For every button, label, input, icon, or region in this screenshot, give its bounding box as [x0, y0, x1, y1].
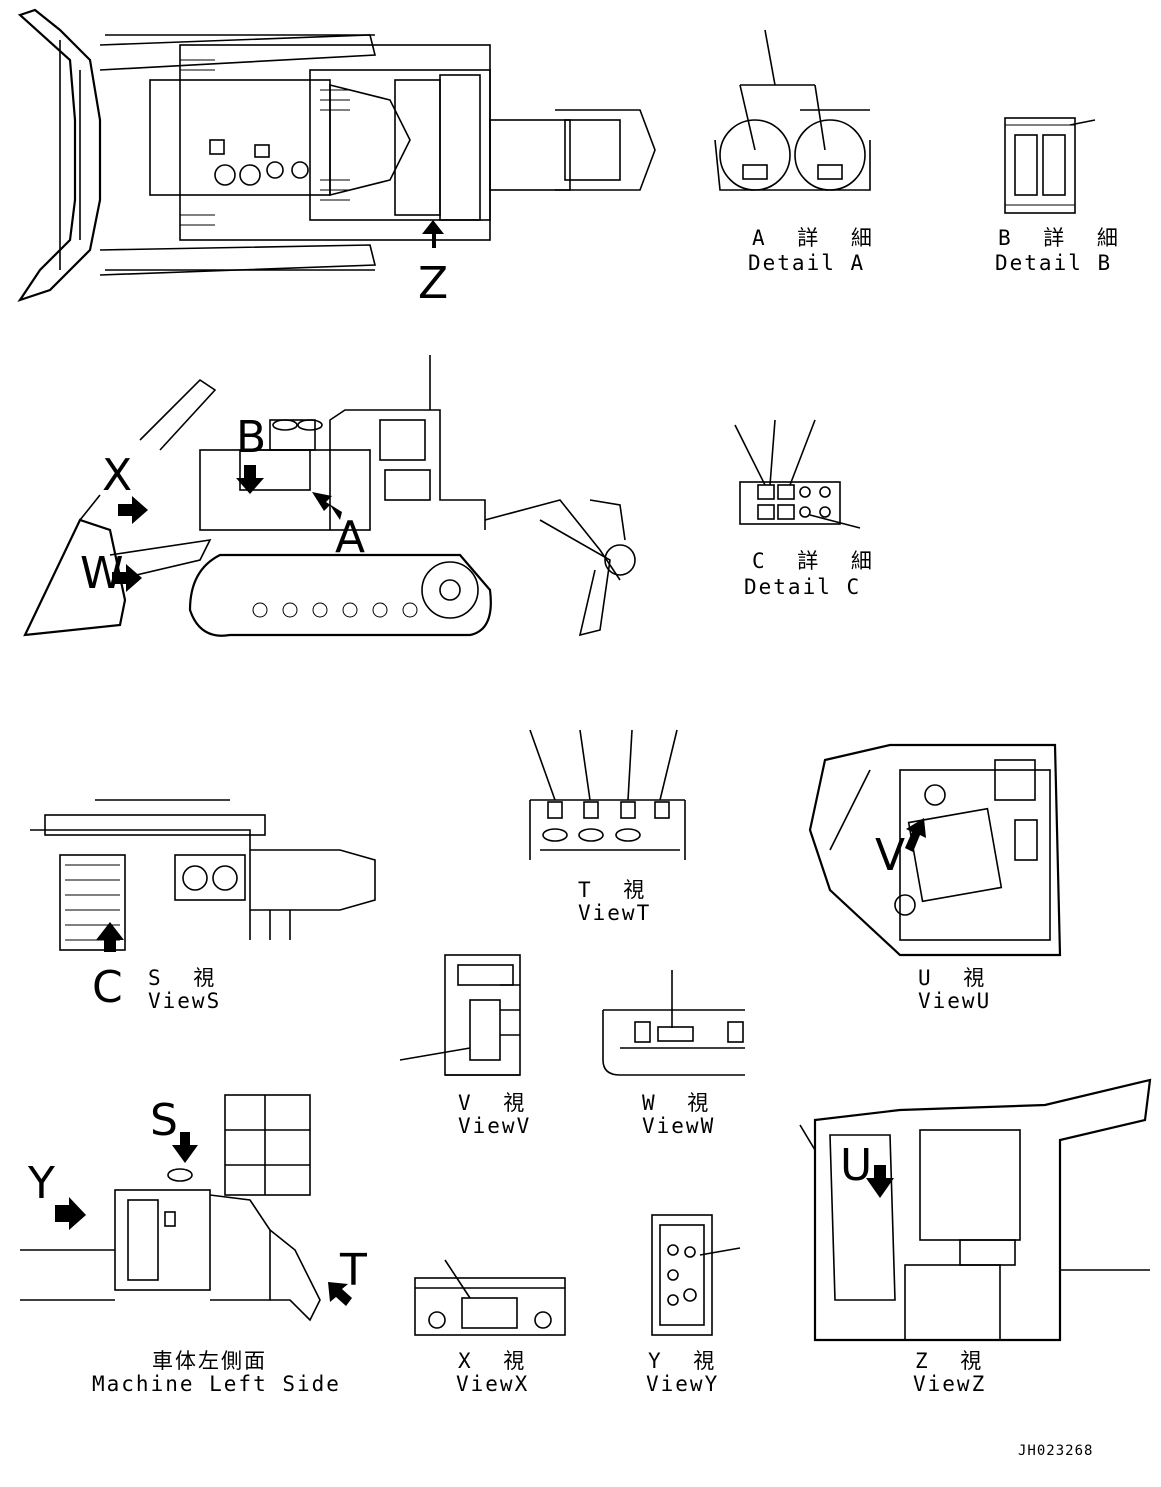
view-z-caption-jp: Z 視: [915, 1349, 991, 1373]
view-w-drawing: [602, 970, 745, 1076]
arrow-x: [118, 496, 148, 524]
view-x-caption-en: ViewX: [456, 1372, 529, 1396]
callout-s: S: [150, 1095, 178, 1146]
side-view-drawing: [23, 355, 636, 637]
view-z-caption-en: ViewZ: [913, 1372, 986, 1396]
view-w-caption-jp: W 視: [642, 1091, 718, 1115]
arrow-z: [422, 220, 444, 248]
detail-a-drawing: [714, 29, 871, 191]
view-x-caption-jp: X 視: [458, 1349, 534, 1373]
arrow-v: [905, 818, 926, 852]
detail-a-caption-jp: A 詳 細: [752, 226, 882, 250]
callout-x: X: [102, 450, 132, 501]
callout-u: U: [840, 1140, 872, 1191]
view-y-caption-jp: Y 視: [648, 1349, 724, 1373]
detail-b-drawing: [1004, 117, 1096, 214]
arrow-t: [328, 1282, 352, 1306]
callout-t: T: [339, 1245, 367, 1296]
view-u-caption-en: ViewU: [918, 989, 991, 1013]
callout-a: A: [335, 512, 365, 563]
view-s-caption-jp: S 視: [148, 966, 224, 990]
callout-v: V: [875, 830, 905, 881]
view-t-caption-en: ViewT: [578, 901, 651, 925]
arrow-y: [55, 1197, 86, 1230]
machine-left-side-caption-en: Machine Left Side: [92, 1372, 341, 1396]
arrow-s: [172, 1132, 198, 1163]
view-t-caption-jp: T 視: [578, 878, 654, 902]
top-view-drawing: [17, 8, 656, 303]
arrow-c: [96, 922, 124, 952]
view-y-drawing: [651, 1214, 741, 1336]
view-u-caption-jp: U 視: [918, 966, 994, 990]
view-v-drawing: [399, 954, 521, 1076]
document-number: JH023268: [1018, 1443, 1093, 1459]
view-x-drawing: [414, 1259, 566, 1336]
view-s-drawing: [30, 799, 376, 952]
arrow-a: [312, 492, 342, 520]
arrow-b: [236, 465, 264, 494]
callout-y: Y: [27, 1158, 55, 1209]
detail-c-caption-jp: C 詳 細: [752, 549, 882, 573]
callout-z: Z: [418, 258, 448, 309]
machine-left-side-drawing: [20, 1094, 352, 1322]
detail-b-caption-en: Detail B: [995, 251, 1112, 275]
view-u-drawing: [808, 743, 1062, 957]
arrow-w: [112, 564, 142, 592]
view-v-caption-jp: V 視: [458, 1091, 534, 1115]
arrow-u: [866, 1165, 894, 1198]
view-w-caption-en: ViewW: [642, 1114, 715, 1138]
detail-a-caption-en: Detail A: [748, 251, 865, 275]
callout-b: B: [236, 412, 266, 463]
view-v-caption-en: ViewV: [458, 1114, 531, 1138]
detail-c-drawing: [734, 419, 861, 529]
machine-left-side-caption-jp: 車体左側面: [152, 1349, 267, 1373]
detail-b-caption-jp: B 詳 細: [998, 226, 1128, 250]
view-s-caption-en: ViewS: [148, 989, 221, 1013]
view-y-caption-en: ViewY: [646, 1372, 719, 1396]
callout-c: C: [92, 962, 123, 1013]
callout-w: W: [80, 548, 124, 599]
detail-c-caption-en: Detail C: [744, 575, 861, 599]
view-t-drawing: [529, 729, 686, 860]
view-z-drawing: [799, 1078, 1152, 1342]
